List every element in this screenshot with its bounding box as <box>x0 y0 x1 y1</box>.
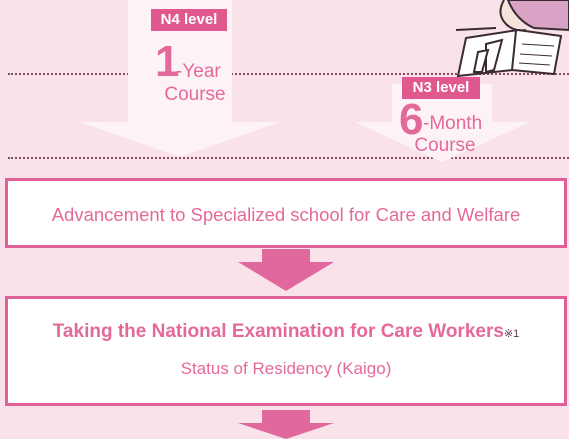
course-two-number: 6 <box>399 95 424 144</box>
course-one-level-badge: N4 level <box>151 9 227 31</box>
separator-bottom <box>8 157 569 159</box>
step-box-national-exam: Taking the National Examination for Care… <box>5 296 567 406</box>
course-one-number: 1 <box>155 37 180 86</box>
residency-status-text: Status of Residency (Kaigo) <box>180 359 392 378</box>
course-two-duration: -Month <box>423 113 483 134</box>
eraser-icon <box>472 48 490 73</box>
national-exam-footnote: ※1 <box>503 328 520 340</box>
step-box-national-exam-title-row: Taking the National Examination for Care… <box>8 321 564 343</box>
course-one-duration: -Year <box>176 61 221 82</box>
course-two-level-badge: N3 level <box>402 77 480 99</box>
person-arm <box>506 0 569 32</box>
notebook-line-3 <box>518 62 551 66</box>
notebook-line-2 <box>519 53 553 57</box>
student-writing-illustration <box>456 0 569 78</box>
table-edge <box>456 27 497 31</box>
course-one-course-label: Course <box>164 84 226 105</box>
course-two-arrow-shape <box>355 84 530 162</box>
separator-top <box>8 73 569 75</box>
step-box-specialized-school-text: Advancement to Specialized school for Ca… <box>51 204 521 225</box>
course-one-arrow-shape <box>80 0 280 157</box>
step-box-specialized-school: Advancement to Specialized school for Ca… <box>5 178 567 248</box>
course-two-course-label: Course <box>414 135 476 156</box>
national-exam-title: Taking the National Examination for Care… <box>52 321 504 342</box>
notebook-line-1 <box>521 43 555 47</box>
notebook-spine <box>511 30 517 71</box>
down-arrow-2 <box>238 410 334 439</box>
pencil-icon <box>485 38 504 74</box>
